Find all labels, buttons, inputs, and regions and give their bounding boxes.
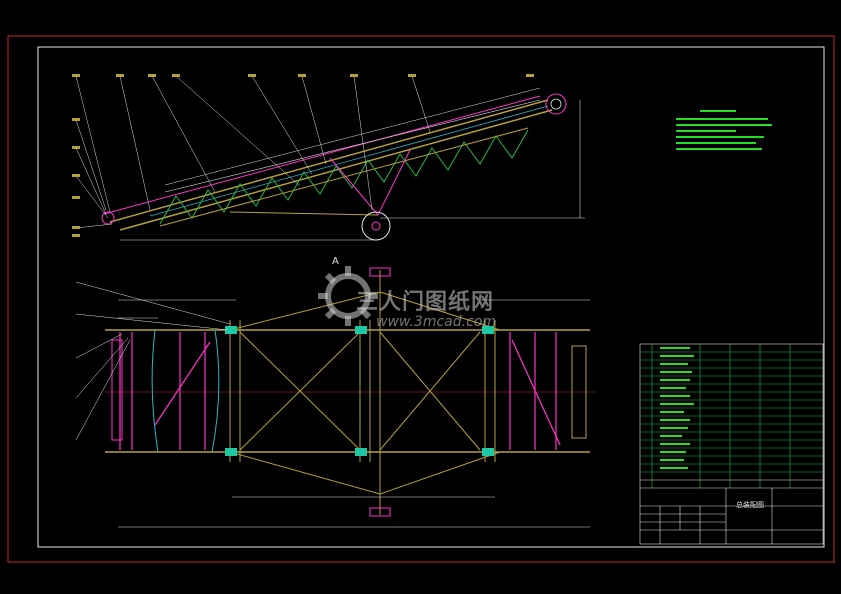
- outer-border: [7, 35, 835, 563]
- title-block: [639, 343, 824, 545]
- elevation-view: [72, 74, 585, 241]
- section-marker-a: A: [332, 256, 339, 267]
- technical-notes-block: [676, 110, 772, 150]
- watermark-brand-text: 三人门图纸网: [356, 290, 495, 315]
- watermark-gear-icon: [318, 266, 378, 326]
- plan-view: [75, 267, 595, 528]
- watermark-url-text: www.3mcad.com: [376, 314, 496, 330]
- drawing-frame: [37, 46, 825, 548]
- title-block-drawing-name: 总装配图: [736, 501, 764, 509]
